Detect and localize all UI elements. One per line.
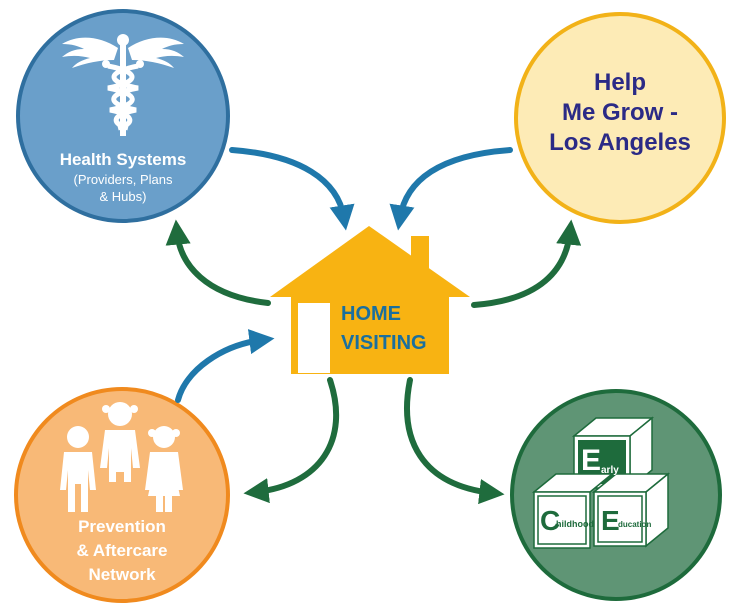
arrow-health-to-home: [229, 147, 355, 231]
house-roof: [270, 226, 470, 297]
health-systems-node: Health Systems (Providers, Plans & Hubs): [16, 9, 230, 223]
home-visiting-house: HOME VISITING: [270, 226, 470, 374]
health-systems-subtitle-2: & Hubs): [100, 189, 147, 204]
block-early-rest: arly: [601, 465, 619, 476]
help-me-grow-node: Help Me Grow - Los Angeles: [514, 12, 726, 224]
prevention-node: Prevention & Aftercare Network: [14, 387, 230, 603]
health-systems-subtitle-1: (Providers, Plans: [74, 172, 173, 187]
prevention-line-2: & Aftercare: [76, 541, 167, 560]
children-icon: [60, 402, 183, 512]
prevention-line-1: Prevention: [78, 517, 166, 536]
health-systems-title: Health Systems: [60, 150, 187, 169]
arrow-home-to-prevention: [243, 377, 340, 504]
help-me-grow-line-1: Help: [594, 69, 646, 96]
block-childhood-rest: hildhood: [556, 519, 594, 529]
arrow-home-to-ece: [404, 377, 505, 505]
house-chimney: [411, 236, 429, 268]
block-childhood-letter: C: [540, 505, 560, 536]
home-visiting-line-2: VISITING: [341, 332, 427, 354]
arrow-prevention-to-home: [175, 329, 275, 403]
arrow-home-to-helpmegrow: [471, 219, 582, 308]
help-me-grow-line-3: Los Angeles: [549, 129, 691, 156]
help-me-grow-circle: [514, 12, 726, 224]
arrows: [165, 147, 582, 505]
early-childhood-education-node: E arly C hildhood E ducation: [510, 389, 722, 601]
home-visiting-line-1: HOME: [341, 303, 401, 325]
arrow-helpmegrow-to-home: [389, 147, 513, 231]
block-education-rest: ducation: [618, 520, 651, 529]
caduceus-icon: [62, 34, 184, 136]
house-door: [298, 303, 330, 373]
help-me-grow-line-2: Me Grow -: [562, 99, 678, 126]
blocks-icon: [531, 416, 671, 549]
block-early-letter: E: [581, 444, 601, 477]
block-education-letter: E: [601, 505, 620, 536]
arrow-home-to-health: [165, 219, 271, 306]
prevention-line-3: Network: [88, 565, 156, 584]
